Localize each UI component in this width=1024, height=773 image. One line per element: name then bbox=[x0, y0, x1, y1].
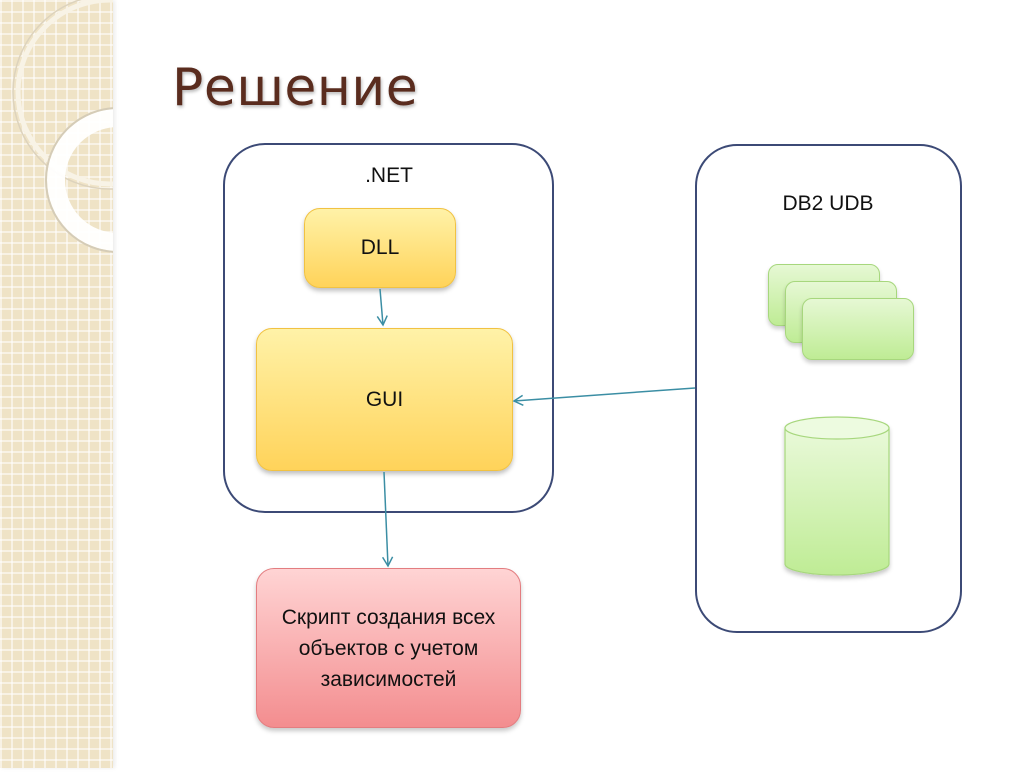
gui-label: GUI bbox=[365, 387, 404, 411]
decorative-side-panel bbox=[0, 0, 208, 768]
database-cylinder bbox=[784, 416, 890, 576]
connector-dll-to-gui bbox=[376, 288, 388, 327]
slide-title: Решение bbox=[172, 58, 419, 118]
dll-label: DLL bbox=[360, 236, 400, 259]
connector-db-to-gui bbox=[512, 387, 696, 407]
net-container-label: .NET bbox=[365, 164, 413, 187]
dll-box: DLL bbox=[304, 208, 456, 288]
db-container-label: DB2 UDB bbox=[782, 192, 874, 215]
table-card bbox=[802, 298, 914, 360]
connector-gui-to-script bbox=[381, 471, 394, 568]
gui-box: GUI bbox=[256, 328, 513, 471]
script-box: Скрипт создания всех объектов с учетом з… bbox=[256, 568, 521, 728]
script-label: Скрипт создания всех объектов с учетом з… bbox=[281, 605, 496, 691]
